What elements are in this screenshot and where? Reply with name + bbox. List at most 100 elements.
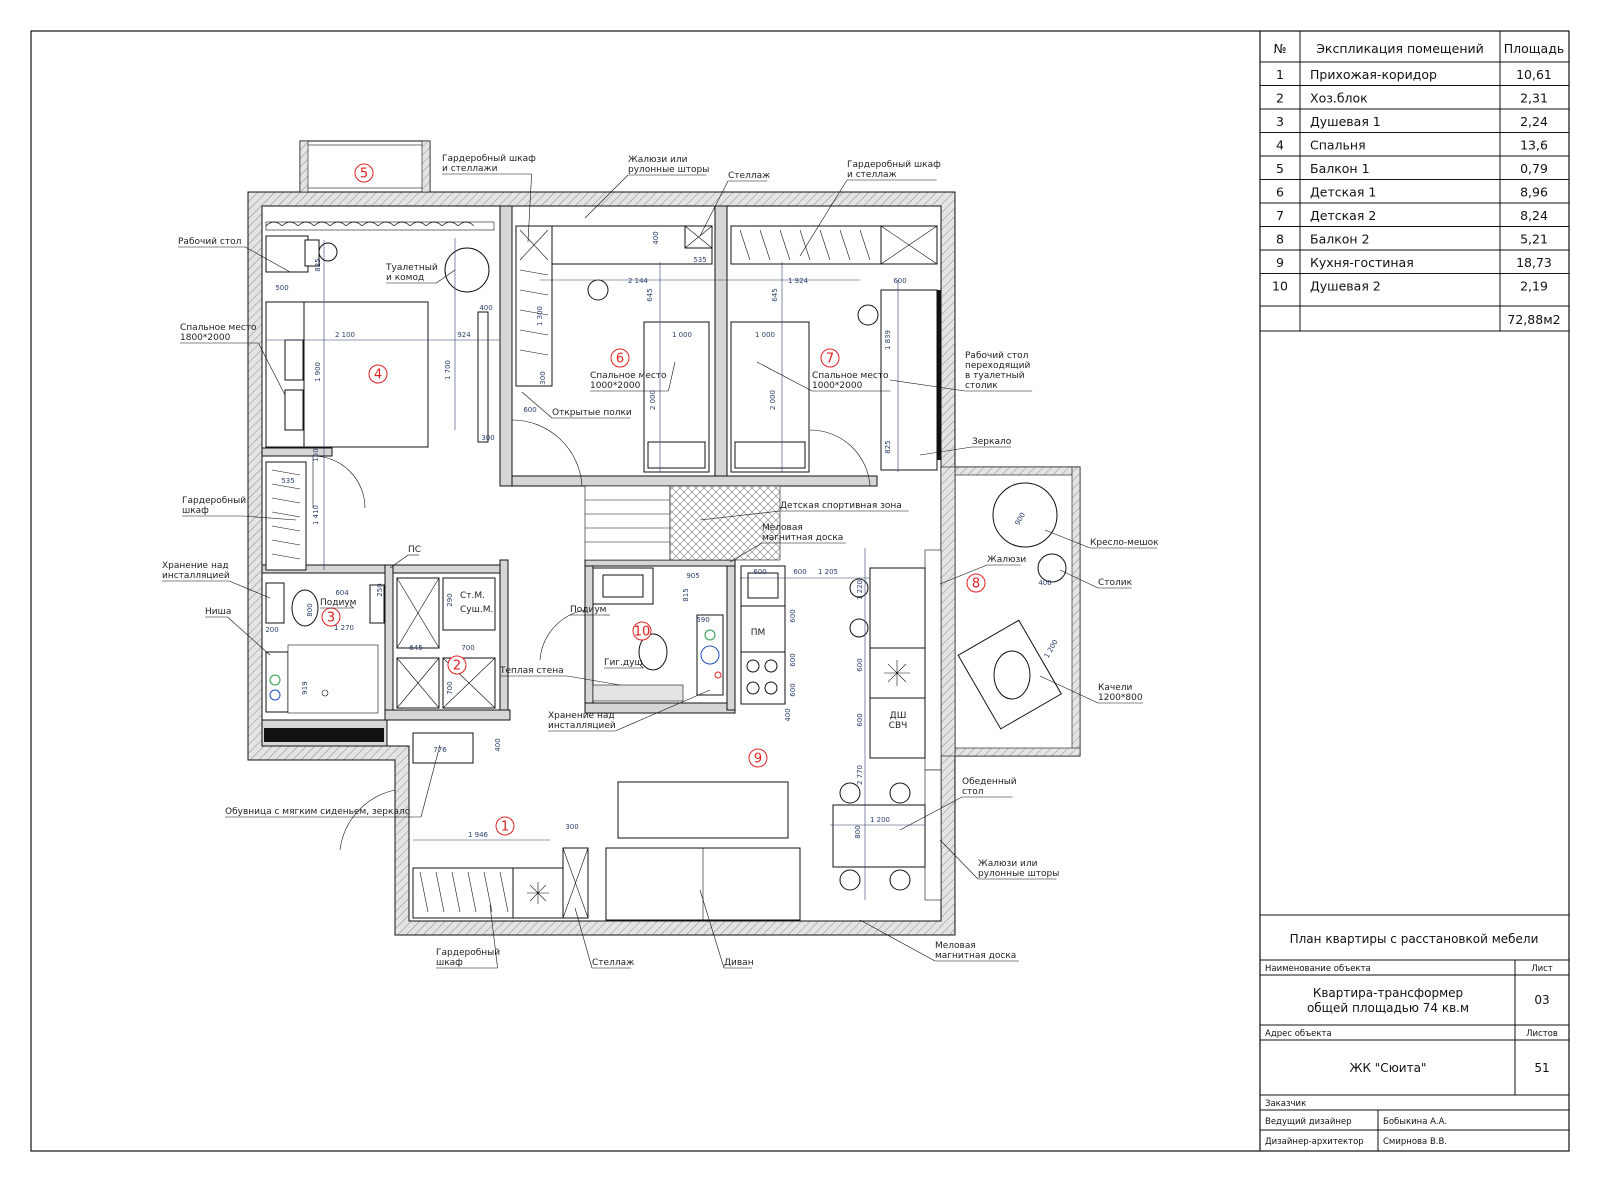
dimension-label: 1 700 — [444, 360, 452, 380]
row-number: 2 — [1276, 91, 1284, 106]
dimension-label: 645 — [771, 288, 779, 301]
dimension-label: 500 — [275, 284, 288, 292]
dimension-label: 400 — [784, 708, 792, 721]
dimension-label: 1 946 — [468, 831, 489, 839]
callout-shoe-bench: Обувница с мягким сиденьем, зеркало — [225, 744, 441, 818]
svg-text:ПС: ПС — [408, 545, 421, 555]
dimension-label: 300 — [481, 434, 494, 442]
svg-text:СВЧ: СВЧ — [889, 721, 908, 731]
svg-text:Жалюзи или: Жалюзи или — [628, 155, 688, 165]
sheet-label: Лист — [1531, 964, 1553, 974]
row-area: 18,73 — [1516, 255, 1552, 270]
svg-text:ДШ: ДШ — [890, 711, 907, 721]
room-number-10: 10 — [632, 621, 652, 641]
dimension-label: 2 770 — [856, 765, 864, 785]
row-room-name: Хоз.блок — [1310, 91, 1368, 106]
row-number: 4 — [1276, 138, 1284, 153]
room-number-6: 6 — [610, 348, 630, 368]
callout-warm-wall: Теплая стена — [499, 666, 621, 686]
dimension-label: 1 270 — [334, 624, 354, 632]
svg-text:Хранение над: Хранение над — [548, 711, 615, 721]
dimension-label: 300 — [539, 371, 547, 384]
svg-text:Спальное место: Спальное место — [812, 371, 889, 381]
dimension-label: 150 — [312, 448, 320, 461]
svg-text:Гиг.душ: Гиг.душ — [604, 658, 643, 668]
row-room-name: Детская 1 — [1310, 185, 1376, 200]
svg-text:и стеллажи: и стеллажи — [442, 164, 498, 174]
room-number-9: 9 — [748, 748, 768, 768]
dimension-label: 800 — [306, 603, 314, 616]
callout-ps: ПС — [389, 545, 421, 569]
row-area: 8,96 — [1520, 185, 1548, 200]
svg-text:Гардеробный шкаф: Гардеробный шкаф — [442, 154, 536, 164]
dimension-label: 1 000 — [672, 331, 692, 339]
svg-text:1000*2000: 1000*2000 — [590, 381, 641, 391]
dimension-label: 600 — [856, 713, 864, 726]
col-header-area: Площадь — [1504, 41, 1564, 56]
dimension-label: 1 300 — [536, 306, 544, 326]
dimension-label: 600 — [789, 609, 797, 622]
row-area: 0,79 — [1520, 161, 1548, 176]
row-room-name: Балкон 1 — [1310, 161, 1370, 176]
dimension-label: 924 — [457, 331, 471, 339]
svg-text:Подиум: Подиум — [570, 605, 606, 615]
dimension-label: 590 — [696, 616, 709, 624]
row-area: 8,24 — [1520, 208, 1548, 223]
dimension-label: 700 — [446, 681, 454, 694]
dimension-label: 604 — [335, 589, 349, 597]
row-number: 8 — [1276, 232, 1284, 247]
svg-text:9: 9 — [754, 752, 762, 767]
svg-text:Спальное место: Спальное место — [590, 371, 667, 381]
dimension-label: 600 — [793, 568, 806, 576]
floor-plan — [247, 140, 1081, 936]
svg-text:инсталляцией: инсталляцией — [162, 571, 230, 581]
row-number: 10 — [1272, 279, 1288, 294]
svg-text:3: 3 — [327, 611, 335, 626]
svg-text:в туалетный: в туалетный — [965, 371, 1025, 381]
row-number: 6 — [1276, 185, 1284, 200]
dimension-label: 645 — [409, 644, 422, 652]
svg-text:8: 8 — [972, 577, 980, 592]
title-block: План квартиры с расстановкой мебели Наим… — [1259, 914, 1570, 1152]
svg-text:Подиум: Подиум — [320, 598, 356, 608]
room-number-7: 7 — [820, 348, 840, 368]
row-area: 2,24 — [1520, 114, 1548, 129]
svg-text:Стеллаж: Стеллаж — [592, 958, 634, 968]
dimension-label: 1 200 — [870, 816, 890, 824]
room-number-5: 5 — [354, 163, 374, 183]
svg-text:Диван: Диван — [724, 958, 754, 968]
svg-text:5: 5 — [360, 167, 368, 182]
dimension-label: 600 — [789, 683, 797, 696]
dimension-label: 600 — [753, 568, 766, 576]
dimension-label: 700 — [461, 644, 474, 652]
row-area: 5,21 — [1520, 232, 1548, 247]
svg-text:Рабочий стол: Рабочий стол — [178, 237, 241, 247]
svg-text:1000*2000: 1000*2000 — [812, 381, 863, 391]
svg-text:Суш.М.: Суш.М. — [460, 605, 493, 615]
row-room-name: Душевая 1 — [1310, 114, 1381, 129]
svg-text:Меловая: Меловая — [762, 523, 803, 533]
row-number: 3 — [1276, 114, 1284, 129]
svg-text:Обеденный: Обеденный — [962, 777, 1017, 787]
svg-text:магнитная доска: магнитная доска — [935, 951, 1016, 961]
callout-rack-hall: Стеллаж — [574, 907, 634, 969]
dimension-label: 815 — [682, 588, 690, 601]
sheets-label: Листов — [1526, 1029, 1558, 1039]
svg-text:Зеркало: Зеркало — [972, 437, 1012, 447]
sheet-frame — [30, 30, 1570, 1152]
object-label: Наименование объекта — [1265, 964, 1371, 974]
dimension-label: 2 100 — [335, 331, 355, 339]
